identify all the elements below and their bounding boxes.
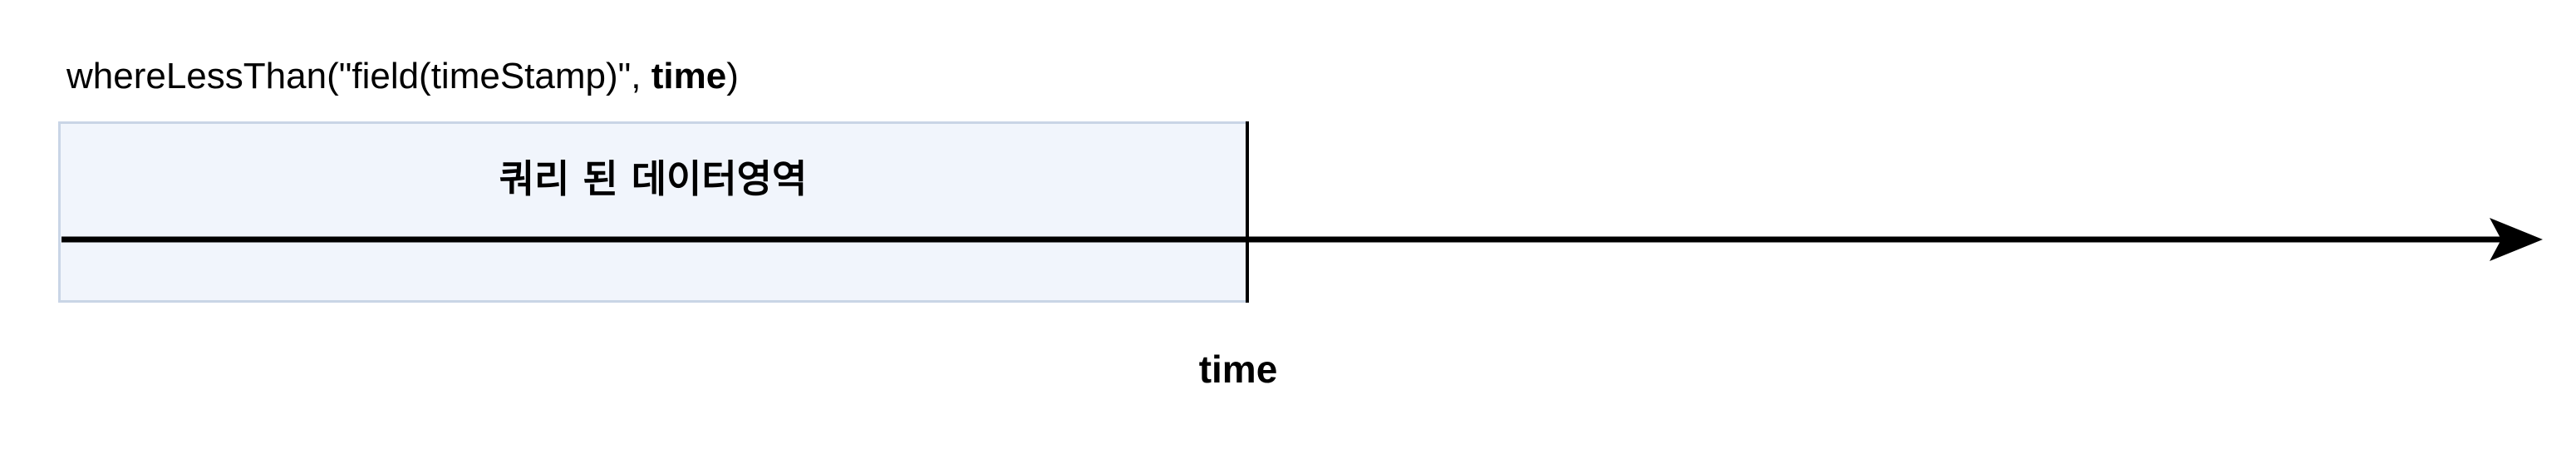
query-caption: whereLessThan("field(timeStamp)", time): [66, 52, 739, 101]
caption-suffix: ): [726, 56, 739, 96]
caption-prefix: whereLessThan("field(timeStamp)",: [66, 56, 651, 96]
time-marker-label: time: [1198, 348, 1278, 391]
caption-bold-arg: time: [651, 56, 727, 96]
time-axis-arrowhead: [2490, 218, 2543, 261]
queried-data-region-label: 쿼리 된 데이터영역: [499, 156, 808, 201]
